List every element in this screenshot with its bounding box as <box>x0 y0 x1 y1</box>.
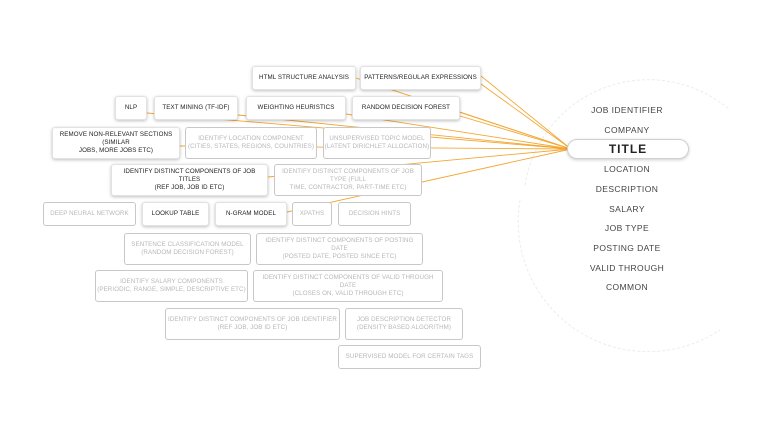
method-random-decision-forest[interactable]: RANDOM DECISION FOREST <box>352 96 460 120</box>
connector-patterns <box>480 75 572 150</box>
method-ngram-model[interactable]: N-GRAM MODEL <box>215 202 287 226</box>
field-common[interactable]: COMMON <box>605 282 649 292</box>
method-label: IDENTIFY DISTINCT COMPONENTS OF JOB TYPE… <box>282 168 414 183</box>
method-unsupervised-topic-model[interactable]: UNSUPERVISED TOPIC MODEL (LATENT DIRICHL… <box>323 127 431 159</box>
connector-random-forest <box>459 111 572 150</box>
method-supervised-model[interactable]: SUPERVISED MODEL FOR CERTAIN TAGS <box>338 345 481 369</box>
method-label: HTML STRUCTURE ANALYSIS <box>259 74 349 81</box>
method-label: XPATHS <box>299 210 325 217</box>
method-sublabel: (DENSITY BASED ALGORITHM) <box>356 324 452 331</box>
method-xpaths[interactable]: XPATHS <box>292 202 332 226</box>
method-job-title-components[interactable]: IDENTIFY DISTINCT COMPONENTS OF JOB TITL… <box>111 164 268 196</box>
method-posting-date-components[interactable]: IDENTIFY DISTINCT COMPONENTS OF POSTING … <box>256 233 423 265</box>
method-label: RANDOM DECISION FOREST <box>361 104 451 111</box>
connector-patterns-2 <box>480 83 572 150</box>
field-description[interactable]: DESCRIPTION <box>595 184 659 194</box>
method-label: JOB DESCRIPTION DETECTOR <box>356 316 452 323</box>
method-label: TEXT MINING (TF-IDF) <box>162 104 230 111</box>
method-sublabel: (RANDOM DECISION FOREST) <box>141 249 234 256</box>
field-location[interactable]: LOCATION <box>603 164 651 174</box>
method-label: PATTERNS/REGULAR EXPRESSIONS <box>364 74 477 81</box>
connector-random-forest-2 <box>459 115 572 150</box>
method-label: SENTENCE CLASSIFICATION MODEL <box>131 241 244 248</box>
method-label: N-GRAM MODEL <box>225 210 276 217</box>
method-sublabel: JOBS, MORE JOBS ETC) <box>78 147 154 154</box>
method-job-identifier-components[interactable]: IDENTIFY DISTINCT COMPONENTS OF JOB IDEN… <box>165 308 340 340</box>
method-label: DEEP NEURAL NETWORK <box>50 210 129 217</box>
field-salary[interactable]: SALARY <box>609 204 645 214</box>
method-sublabel: (REF JOB, JOB ID ETC) <box>217 324 288 331</box>
method-sublabel: (CLOSES ON, VALID THROUGH ETC) <box>292 290 404 297</box>
method-sublabel: TIME, CONTRACTOR, PART-TIME ETC) <box>289 184 407 191</box>
method-nlp[interactable]: NLP <box>115 96 147 120</box>
field-job-type[interactable]: JOB TYPE <box>604 223 650 233</box>
method-label: IDENTIFY LOCATION COMPONENT <box>198 135 304 142</box>
method-label: SUPERVISED MODEL FOR CERTAIN TAGS <box>345 353 474 360</box>
method-label: IDENTIFY DISTINCT COMPONENTS OF JOB IDEN… <box>167 316 338 323</box>
method-remove-non-relevant[interactable]: REMOVE NON-RELEVANT SECTIONS (SIMILAR JO… <box>52 127 180 159</box>
field-title[interactable]: TITLE <box>567 139 689 159</box>
method-sentence-classification[interactable]: SENTENCE CLASSIFICATION MODEL (RANDOM DE… <box>124 233 251 265</box>
connector-ngram <box>286 148 572 213</box>
field-company[interactable]: COMPANY <box>604 125 650 135</box>
method-weighting-heuristics[interactable]: WEIGHTING HEURISTICS <box>246 96 346 120</box>
method-valid-through-components[interactable]: IDENTIFY DISTINCT COMPONENTS OF VALID TH… <box>253 270 443 302</box>
method-patterns[interactable]: PATTERNS/REGULAR EXPRESSIONS <box>360 66 481 90</box>
method-label: NLP <box>124 104 138 111</box>
method-location-component[interactable]: IDENTIFY LOCATION COMPONENT (CITIES, STA… <box>185 127 317 159</box>
method-sublabel: (PERIODIC, RANGE, SIMPLE, DESCRIPTIVE ET… <box>97 286 246 293</box>
method-label: IDENTIFY SALARY COMPONENTS <box>120 278 223 285</box>
method-label: IDENTIFY DISTINCT COMPONENTS OF VALID TH… <box>262 274 434 289</box>
method-sublabel: (CITIES, STATES, REGIONS, COUNTRIES) <box>187 143 315 150</box>
method-deep-neural-network[interactable]: DEEP NEURAL NETWORK <box>43 202 136 226</box>
method-decision-hints[interactable]: DECISION HINTS <box>338 202 411 226</box>
background-circle <box>517 79 731 353</box>
method-sublabel: (POSTED DATE, POSTED SINCE ETC) <box>282 253 397 260</box>
method-label: LOOKUP TABLE <box>151 210 200 217</box>
method-text-mining[interactable]: TEXT MINING (TF-IDF) <box>154 96 238 120</box>
method-html-structure[interactable]: HTML STRUCTURE ANALYSIS <box>252 66 356 90</box>
field-job-identifier[interactable]: JOB IDENTIFIER <box>591 105 663 115</box>
method-label: DECISION HINTS <box>348 210 401 217</box>
field-posting-date[interactable]: POSTING DATE <box>593 243 661 253</box>
method-salary-components[interactable]: IDENTIFY SALARY COMPONENTS (PERIODIC, RA… <box>95 270 248 302</box>
field-valid-through[interactable]: VALID THROUGH <box>589 263 665 273</box>
method-lookup-table[interactable]: LOOKUP TABLE <box>142 202 209 226</box>
method-label: UNSUPERVISED TOPIC MODEL <box>329 135 425 142</box>
method-label: IDENTIFY DISTINCT COMPONENTS OF POSTING … <box>265 237 414 252</box>
method-job-type-components[interactable]: IDENTIFY DISTINCT COMPONENTS OF JOB TYPE… <box>274 164 422 196</box>
method-sublabel: (REF JOB, JOB ID ETC) <box>154 184 225 191</box>
method-label: REMOVE NON-RELEVANT SECTIONS (SIMILAR <box>59 131 173 146</box>
method-label: IDENTIFY DISTINCT COMPONENTS OF JOB TITL… <box>123 168 256 183</box>
method-label: WEIGHTING HEURISTICS <box>257 104 335 111</box>
method-job-description-detector[interactable]: JOB DESCRIPTION DETECTOR (DENSITY BASED … <box>345 308 463 340</box>
method-sublabel: (LATENT DIRICHLET ALLOCATION) <box>324 143 430 150</box>
